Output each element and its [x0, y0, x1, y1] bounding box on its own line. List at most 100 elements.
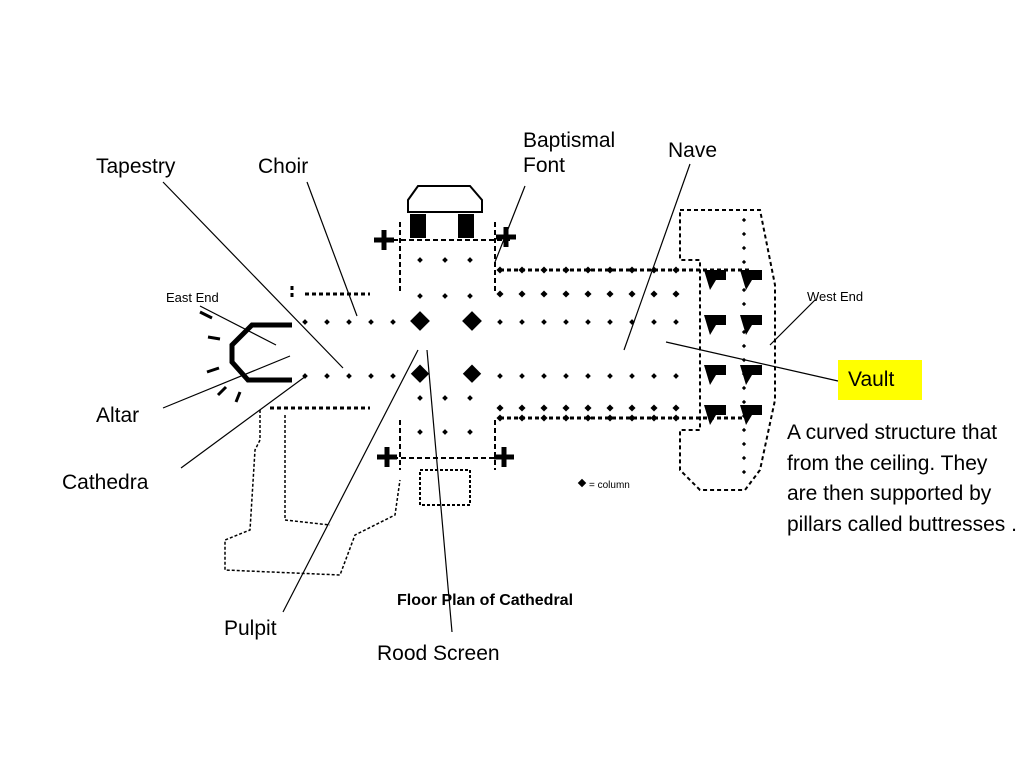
column-marker: [562, 266, 570, 274]
label-baptismal-font: Baptismal Font: [523, 129, 616, 177]
column-marker: [417, 395, 423, 401]
column-marker: [467, 395, 473, 401]
column-marker: [741, 441, 747, 447]
column-marker: [741, 399, 747, 405]
column-marker: [628, 404, 636, 412]
column-marker: [741, 385, 747, 391]
leader-nave: [623, 163, 691, 351]
column-marker: [628, 290, 636, 298]
column-marker: [497, 373, 503, 379]
column-marker: [496, 266, 504, 274]
column-marker: [324, 373, 330, 379]
column-marker: [519, 373, 525, 379]
column-marker: [518, 266, 526, 274]
column-marker: [541, 373, 547, 379]
column-marker: [628, 414, 636, 422]
column-marker: [346, 373, 352, 379]
column-marker: [741, 287, 747, 293]
column-marker: [741, 469, 747, 475]
column-marker: [496, 404, 504, 412]
column-legend-text: = column: [589, 480, 630, 491]
column-marker: [672, 404, 680, 412]
column-marker: [518, 290, 526, 298]
column-marker: [497, 319, 503, 325]
apse-wall: [229, 322, 292, 383]
column-marker: [672, 414, 680, 422]
column-marker: [606, 404, 614, 412]
crossing-pier: [462, 311, 482, 331]
column-marker: [628, 266, 636, 274]
leader-east-end: [199, 305, 277, 346]
west-front: [679, 209, 776, 491]
column-marker: [584, 266, 592, 274]
column-marker: [741, 427, 747, 433]
column-marker: [562, 414, 570, 422]
leader-altar: [162, 355, 291, 409]
leader-cathedra: [180, 375, 307, 469]
column-marker: [741, 329, 747, 335]
column-marker: [741, 301, 747, 307]
column-marker: [584, 290, 592, 298]
column-marker: [540, 414, 548, 422]
label-cathedra: Cathedra: [62, 471, 149, 494]
column-marker: [563, 319, 569, 325]
column-marker: [741, 245, 747, 251]
column-marker: [467, 429, 473, 435]
column-marker: [672, 266, 680, 274]
column-marker: [606, 266, 614, 274]
column-marker: [585, 319, 591, 325]
column-marker: [672, 290, 680, 298]
column-marker: [563, 373, 569, 379]
column-marker: [651, 319, 657, 325]
column-marker: [562, 404, 570, 412]
column-grid: [302, 217, 747, 475]
west-tower: [704, 270, 762, 425]
column-marker: [518, 414, 526, 422]
column-marker: [442, 395, 448, 401]
column-marker: [368, 373, 374, 379]
column-marker: [368, 319, 374, 325]
column-marker: [741, 273, 747, 279]
column-marker: [584, 404, 592, 412]
column-marker: [324, 319, 330, 325]
label-altar: Altar: [96, 404, 140, 427]
leader-tapestry: [162, 181, 344, 369]
column-marker: [540, 266, 548, 274]
column-marker: [629, 373, 635, 379]
vault-description: A curved structure that from the ceiling…: [787, 421, 1017, 536]
legend-column-marker: [577, 478, 587, 488]
leader-baptismal-font: [494, 185, 526, 263]
column-marker: [741, 343, 747, 349]
column-marker: [562, 290, 570, 298]
leader-rood-screen: [426, 349, 453, 633]
column-marker: [442, 293, 448, 299]
crossing-pier: [410, 364, 430, 383]
transept-cross: [374, 227, 516, 467]
column-marker: [518, 404, 526, 412]
column-marker: [442, 257, 448, 263]
column-marker: [673, 373, 679, 379]
column-marker: [519, 319, 525, 325]
column-marker: [607, 373, 613, 379]
column-marker: [496, 290, 504, 298]
column-marker: [417, 257, 423, 263]
leader-vault: [665, 341, 839, 382]
column-marker: [585, 373, 591, 379]
north-porch: [407, 185, 483, 213]
south-porch: [419, 469, 471, 506]
column-marker: [607, 319, 613, 325]
label-nave: Nave: [668, 139, 718, 162]
column-marker: [467, 257, 473, 263]
column-marker: [540, 404, 548, 412]
south-wall: [270, 406, 750, 420]
column-marker: [390, 319, 396, 325]
column-marker: [651, 373, 657, 379]
column-marker: [606, 414, 614, 422]
column-marker: [467, 293, 473, 299]
column-marker: [417, 429, 423, 435]
label-rood-screen: Rood Screen: [377, 642, 500, 665]
label-vault: Vault: [848, 368, 895, 391]
transept-south: [385, 420, 510, 470]
column-marker: [673, 319, 679, 325]
